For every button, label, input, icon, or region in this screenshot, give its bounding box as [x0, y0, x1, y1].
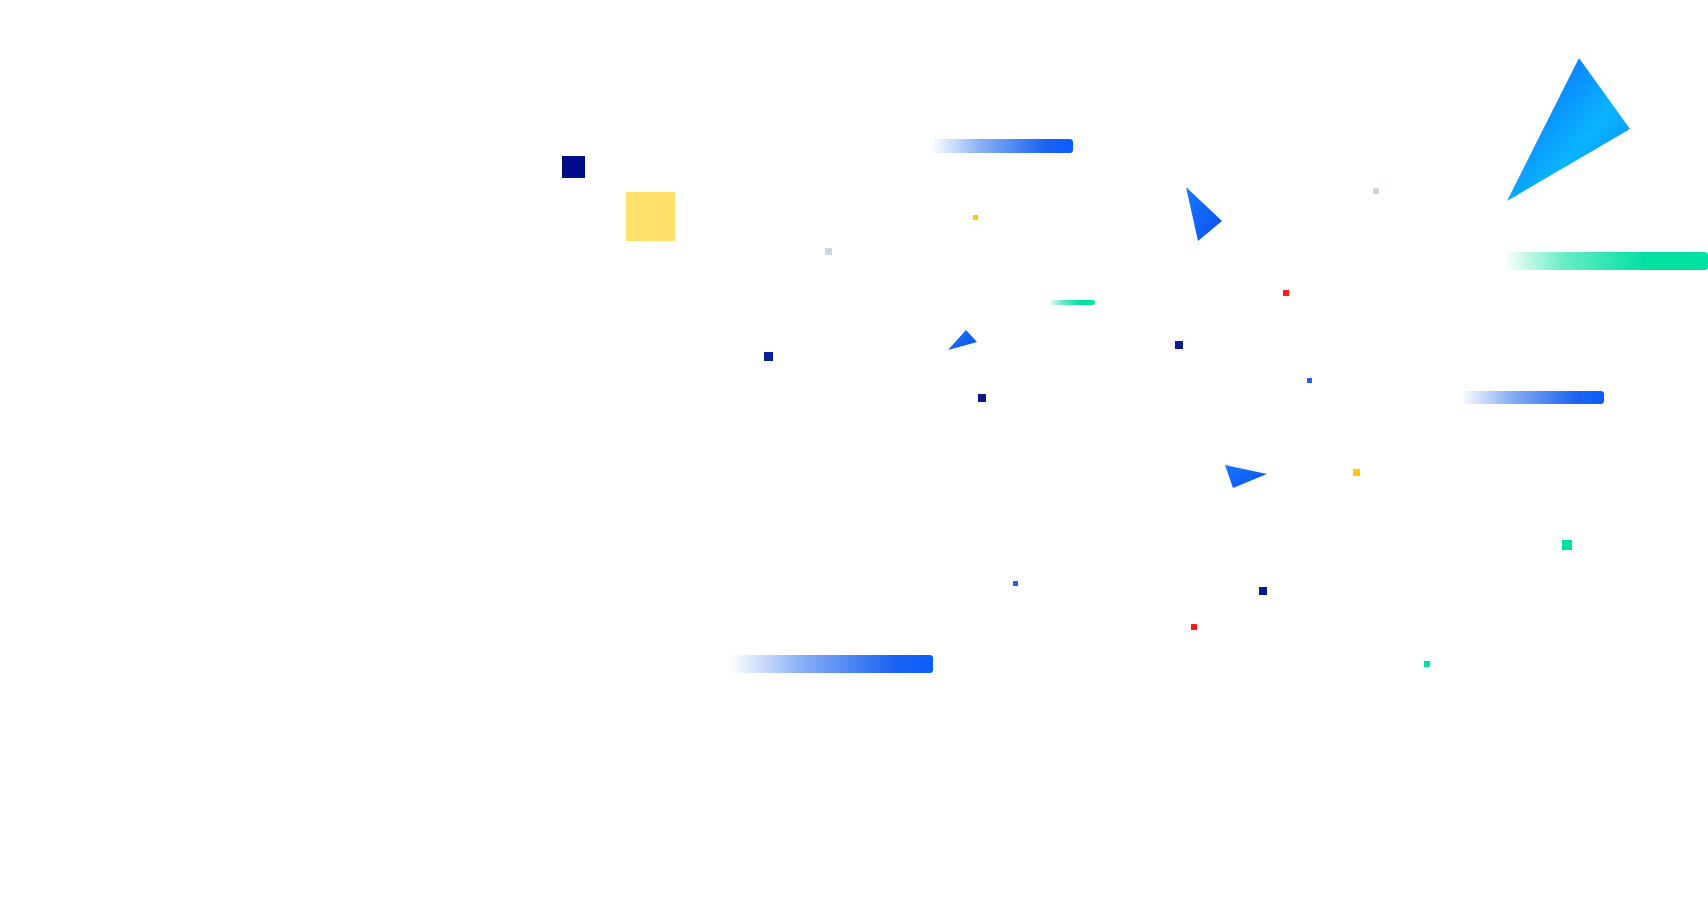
- navy-dot: [764, 352, 773, 361]
- yellow-square: [626, 192, 675, 241]
- navy-square: [562, 156, 585, 178]
- triangle: [1186, 187, 1222, 241]
- navy-dot: [1175, 341, 1183, 349]
- red-dot: [1283, 290, 1289, 296]
- navy-dot: [978, 394, 986, 402]
- blue-dot: [1307, 378, 1312, 383]
- amber-dot: [973, 215, 978, 220]
- large-triangle: [1507, 58, 1630, 201]
- blue-streak: [931, 139, 1073, 153]
- triangle: [948, 330, 977, 350]
- navy-dot: [1259, 587, 1267, 595]
- green-dot: [1424, 661, 1430, 667]
- green-streak: [1503, 252, 1708, 270]
- red-dot: [1191, 624, 1197, 630]
- grey-dot: [1373, 188, 1379, 194]
- blue-streak: [730, 655, 933, 673]
- grey-dot: [825, 248, 832, 255]
- green-streak: [1048, 300, 1095, 305]
- blue-streak: [1460, 391, 1604, 404]
- amber-dot: [1353, 469, 1360, 476]
- triangle: [1225, 465, 1267, 488]
- blue-dot: [1013, 581, 1018, 586]
- green-dot: [1562, 540, 1572, 550]
